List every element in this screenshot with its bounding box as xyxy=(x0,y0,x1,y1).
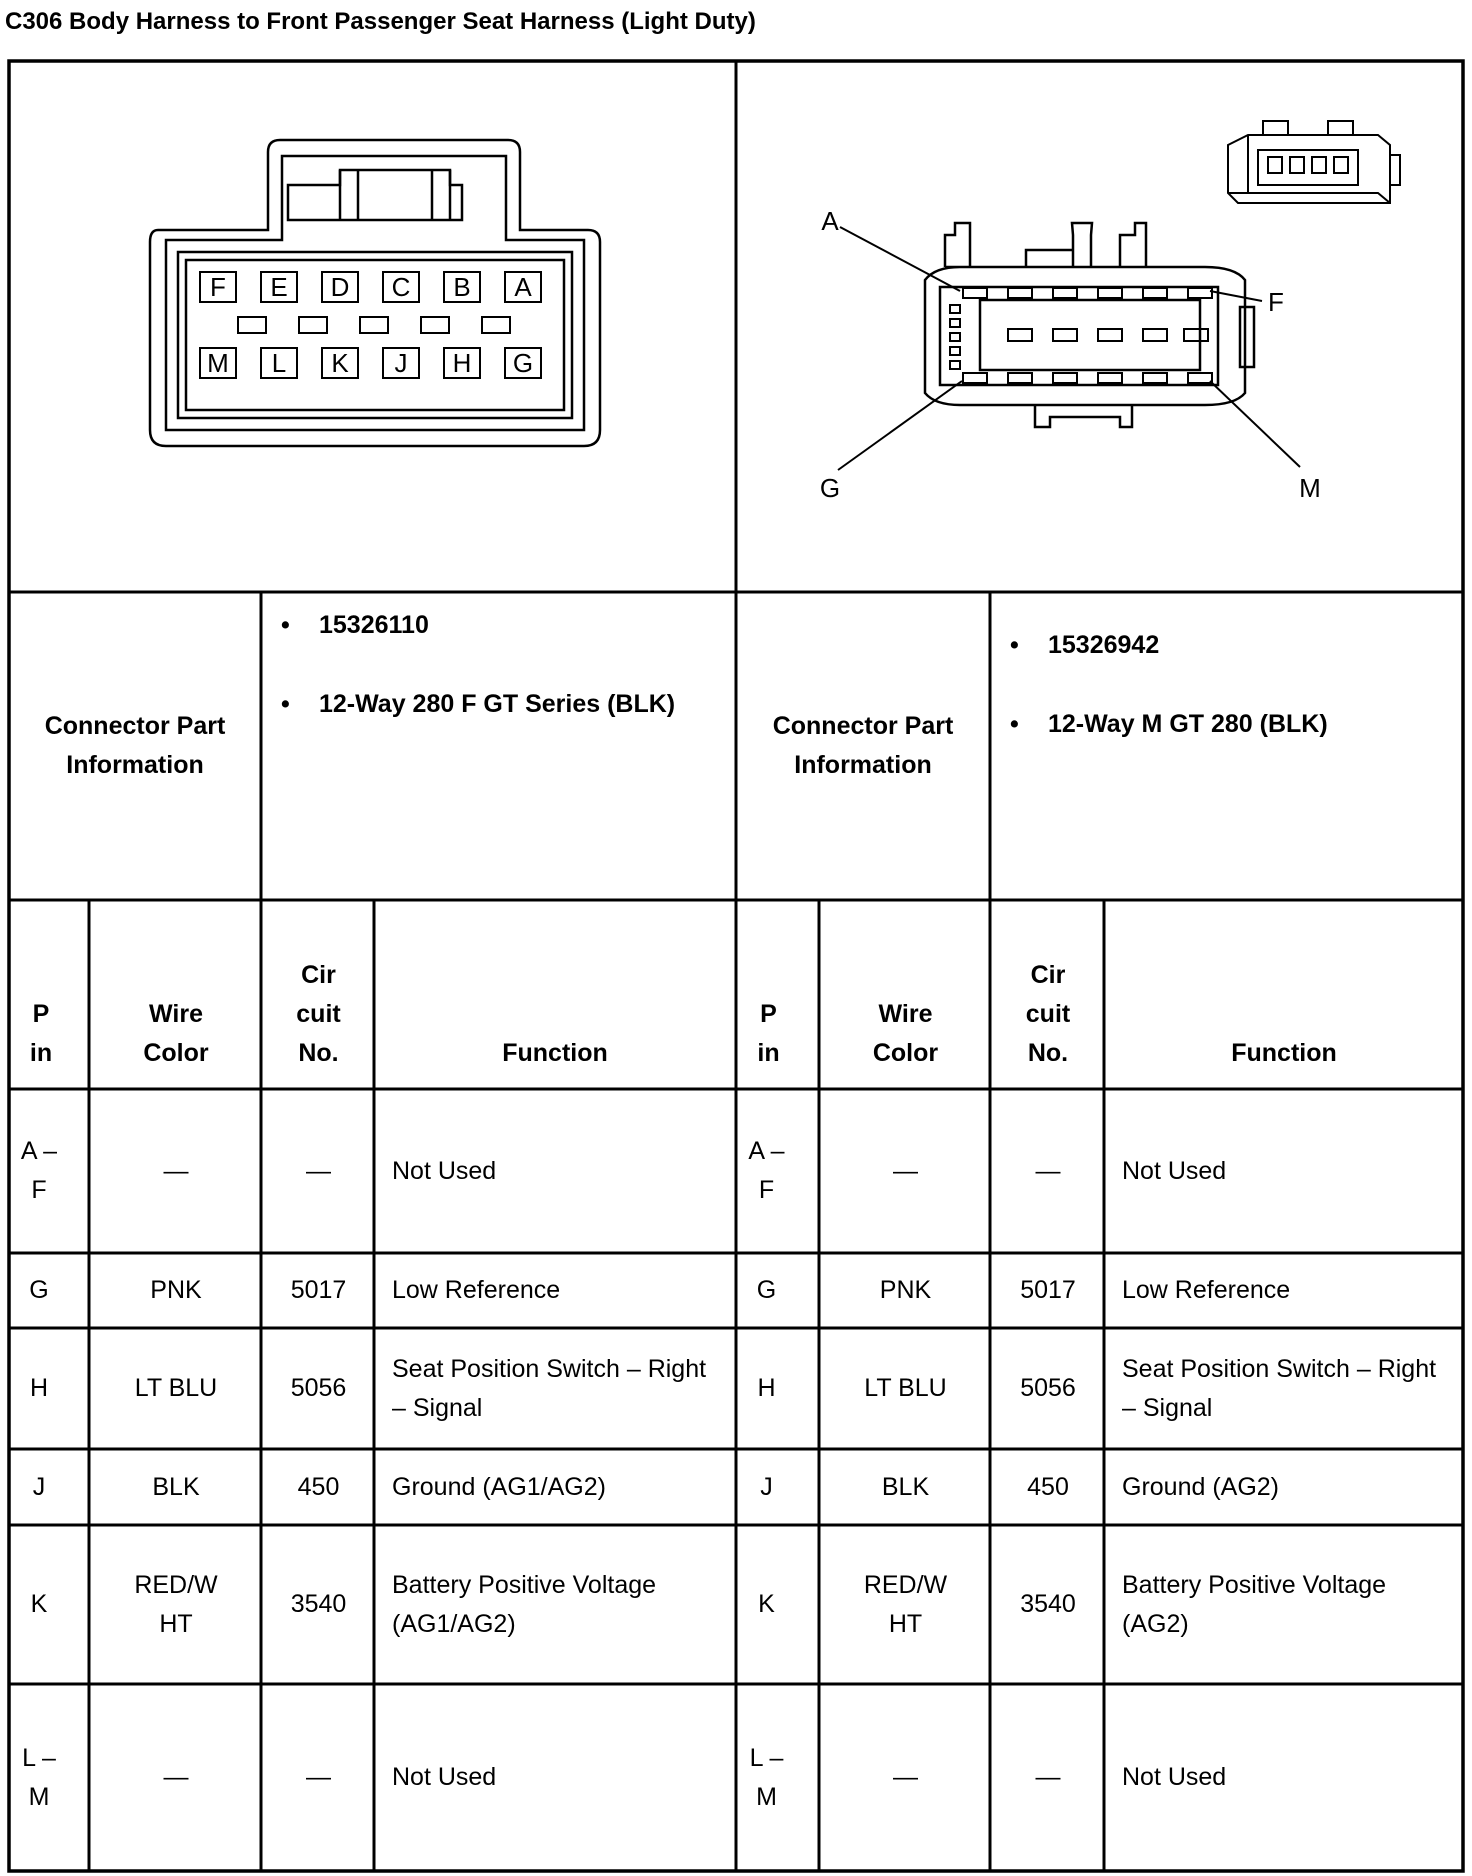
table-cell-wire-color: PNK xyxy=(150,1276,202,1304)
left-bottom-pins: M L K J H G xyxy=(199,347,542,379)
table-cell-function-right: Not Used xyxy=(1122,1156,1227,1185)
pin-label: B xyxy=(453,272,470,302)
table-cell-function-right: Not Used xyxy=(1122,1763,1227,1791)
table-cell-circuit: 5017 xyxy=(1020,1276,1076,1304)
header-function: Function xyxy=(502,1039,608,1067)
table-cell-circuit: — xyxy=(1035,1763,1061,1791)
table-cell-circuit: 3540 xyxy=(290,1590,347,1618)
page-title: C306 Body Harness to Front Passenger Sea… xyxy=(5,8,756,35)
table-cell-circuit: 3540 xyxy=(1020,1590,1076,1618)
table-cell-wire-color: — xyxy=(163,1156,189,1185)
header-pin: P in xyxy=(29,1000,53,1067)
table-cell-function-right: Low Reference xyxy=(1122,1276,1291,1304)
callout-label: M xyxy=(1299,473,1321,503)
header-circuit-right: Cir cuit No. xyxy=(1025,961,1071,1067)
header-pin-right: P in xyxy=(757,1000,780,1067)
table-cell-function: Ground (AG1/AG2) xyxy=(392,1472,606,1501)
table-cell-wire-color: — xyxy=(893,1156,918,1185)
part-number-left: •15326110 xyxy=(281,611,429,639)
pin-label: C xyxy=(392,272,411,302)
table-cell-pin: A –F xyxy=(20,1137,58,1204)
pin-label: K xyxy=(331,348,349,378)
table-cell-circuit: 450 xyxy=(297,1472,340,1501)
callout-label: A xyxy=(821,206,839,236)
table-cell-pin: L – M xyxy=(22,1743,56,1811)
connector-part-info-right: •15326942 •12-Way M GT 280 (BLK) xyxy=(992,594,1462,898)
table-cell-wire-color: — xyxy=(893,1763,918,1791)
table-cell-pin: J xyxy=(32,1472,46,1501)
pin-label: E xyxy=(270,272,287,302)
table-cell-pin: K xyxy=(30,1590,48,1618)
table-cell-pin: H xyxy=(29,1374,49,1402)
table-cell-function-right: Seat Position Switch – Right – Signal xyxy=(1122,1354,1437,1422)
table-cell-pin: L – M xyxy=(749,1743,784,1811)
table-cell-wire-color: BLK xyxy=(152,1472,200,1501)
callout-label: F xyxy=(1268,287,1284,317)
pin-label: L xyxy=(272,348,286,378)
pin-label: D xyxy=(331,272,350,302)
pin-label: H xyxy=(453,348,472,378)
header-wire-color: Wire Color xyxy=(143,1000,209,1067)
table-cell-function-right: Ground (AG2) xyxy=(1122,1472,1280,1501)
right-connector-face-diagram: A F G M xyxy=(820,206,1321,503)
pin-label: J xyxy=(395,348,408,378)
table-cell-pin: J xyxy=(760,1472,773,1501)
pin-label: F xyxy=(210,272,226,302)
left-connector-face-diagram: F E D C B A M L K J H G xyxy=(148,138,602,448)
table-cell-circuit: — xyxy=(306,1763,331,1791)
table-cell-circuit: — xyxy=(306,1156,331,1185)
header-circuit: Cir cuit No. xyxy=(296,961,341,1067)
connector-part-info-label-left: Connector Part Information xyxy=(44,712,226,779)
table-cell-pin: K xyxy=(758,1590,775,1618)
table-cell-wire-color: — xyxy=(163,1763,189,1791)
table-cell-pin: G xyxy=(756,1276,777,1304)
table-cell-function: Battery Positive Voltage (AG1/AG2) xyxy=(392,1570,657,1638)
left-top-pins: F E D C B A xyxy=(199,271,542,303)
table-cell-pin: G xyxy=(29,1276,49,1304)
table-cell-wire-color: PNK xyxy=(879,1276,932,1304)
table-cell-pin: H xyxy=(757,1374,776,1402)
table-cell-function: Low Reference xyxy=(392,1276,561,1304)
table-cell-function: Not Used xyxy=(392,1763,497,1791)
table-cell-wire-color: LT BLU xyxy=(134,1374,218,1402)
table-cell-wire-color: LT BLU xyxy=(864,1374,947,1402)
table-cell-circuit: 450 xyxy=(1027,1472,1069,1501)
pin-label: G xyxy=(513,348,533,378)
callout-label: G xyxy=(820,473,840,503)
table-cell-circuit: 5056 xyxy=(1020,1374,1076,1402)
table-cell-function: Seat Position Switch – Right – Signal xyxy=(392,1354,707,1422)
table-cell-pin: A –F xyxy=(748,1137,785,1204)
part-description-left: •12-Way 280 F GT Series (BLK) xyxy=(281,690,676,718)
header-wire-color-right: Wire Color xyxy=(872,1000,939,1067)
table-cell-circuit: 5017 xyxy=(290,1276,347,1304)
pin-label: M xyxy=(207,348,229,378)
connector-part-info-left: •15326110 •12-Way 280 F GT Series (BLK) xyxy=(263,594,734,898)
connector-part-info-label-right: Connector Part Information xyxy=(772,712,954,779)
table-cell-wire-color: RED/W HT xyxy=(134,1570,218,1638)
part-description-right: •12-Way M GT 280 (BLK) xyxy=(1010,710,1328,738)
connector-thumbnail-image xyxy=(1227,120,1401,204)
table-cell-wire-color: BLK xyxy=(881,1472,930,1501)
part-number-right: •15326942 xyxy=(1010,631,1160,659)
pin-label: A xyxy=(514,272,532,302)
table-cell-function: Not Used xyxy=(392,1156,497,1185)
table-cell-function-right: Battery Positive Voltage (AG2) xyxy=(1122,1570,1387,1638)
table-cell-circuit: 5056 xyxy=(290,1374,347,1402)
table-cell-circuit: — xyxy=(1035,1156,1061,1185)
table-cell-wire-color: RED/W HT xyxy=(863,1570,948,1638)
header-function-right: Function xyxy=(1231,1039,1337,1067)
